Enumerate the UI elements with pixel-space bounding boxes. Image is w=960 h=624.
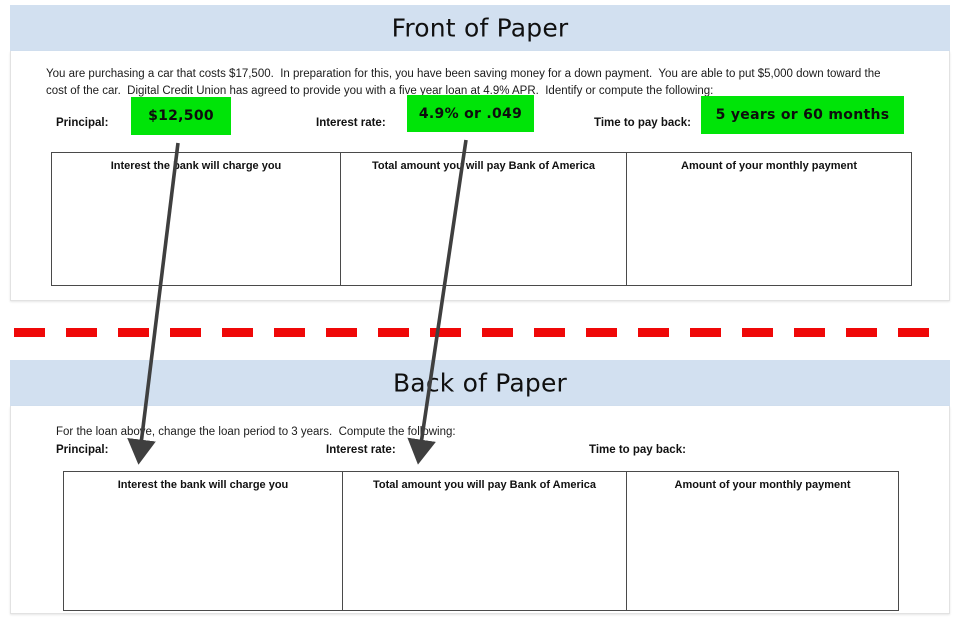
- back-time-to-pay-back-label: Time to pay back:: [589, 444, 686, 456]
- front-answer-table: Interest the bank will charge you Total …: [51, 152, 912, 286]
- front-header-interest: Interest the bank will charge you: [110, 160, 282, 172]
- back-of-paper-section: Back of Paper For the loan above, change…: [10, 360, 950, 614]
- back-page-title: Back of Paper: [392, 368, 568, 398]
- back-principal-answer-blank[interactable]: [116, 440, 296, 458]
- back-interest-rate-answer-blank[interactable]: [396, 440, 566, 458]
- back-header-interest: Interest the bank will charge you: [117, 479, 289, 491]
- back-cell-interest[interactable]: Interest the bank will charge you: [63, 471, 343, 611]
- front-interest-rate-label: Interest rate:: [316, 117, 386, 129]
- table-row: Interest the bank will charge you Total …: [51, 152, 912, 286]
- back-header-total: Total amount you will pay Bank of Americ…: [372, 479, 597, 491]
- front-time-to-pay-back-answer-highlight: 5 years or 60 months: [701, 96, 904, 134]
- front-cell-monthly[interactable]: Amount of your monthly payment: [626, 152, 912, 286]
- front-principal-answer-highlight: $12,500: [131, 97, 231, 135]
- back-interest-rate-label: Interest rate:: [326, 444, 396, 456]
- front-header-total: Total amount you will pay Bank of Americ…: [371, 160, 596, 172]
- back-time-to-pay-back-answer-blank[interactable]: [691, 440, 891, 458]
- front-page-title: Front of Paper: [391, 13, 569, 43]
- front-cell-total[interactable]: Total amount you will pay Bank of Americ…: [340, 152, 627, 286]
- front-time-to-pay-back-label: Time to pay back:: [594, 117, 691, 129]
- back-cell-monthly[interactable]: Amount of your monthly payment: [626, 471, 899, 611]
- front-cell-interest[interactable]: Interest the bank will charge you: [51, 152, 341, 286]
- front-principal-label: Principal:: [56, 117, 109, 129]
- table-row: Interest the bank will charge you Total …: [63, 471, 899, 611]
- front-paper-card: You are purchasing a car that costs $17,…: [10, 51, 950, 301]
- red-dashed-cut-line: [14, 328, 946, 337]
- back-cell-total[interactable]: Total amount you will pay Bank of Americ…: [342, 471, 627, 611]
- front-interest-rate-answer-highlight: 4.9% or .049: [407, 95, 534, 132]
- front-header-monthly: Amount of your monthly payment: [681, 160, 857, 172]
- front-of-paper-section: Front of Paper You are purchasing a car …: [10, 5, 950, 301]
- front-prompt-text: You are purchasing a car that costs $17,…: [46, 68, 884, 97]
- back-paper-card: For the loan above, change the loan peri…: [10, 406, 950, 614]
- back-title-band: Back of Paper: [10, 360, 950, 406]
- front-title-band: Front of Paper: [10, 5, 950, 51]
- back-answer-table: Interest the bank will charge you Total …: [63, 471, 899, 611]
- back-prompt-text: For the loan above, change the loan peri…: [56, 426, 456, 438]
- back-principal-label: Principal:: [56, 444, 109, 456]
- back-header-monthly: Amount of your monthly payment: [674, 479, 851, 491]
